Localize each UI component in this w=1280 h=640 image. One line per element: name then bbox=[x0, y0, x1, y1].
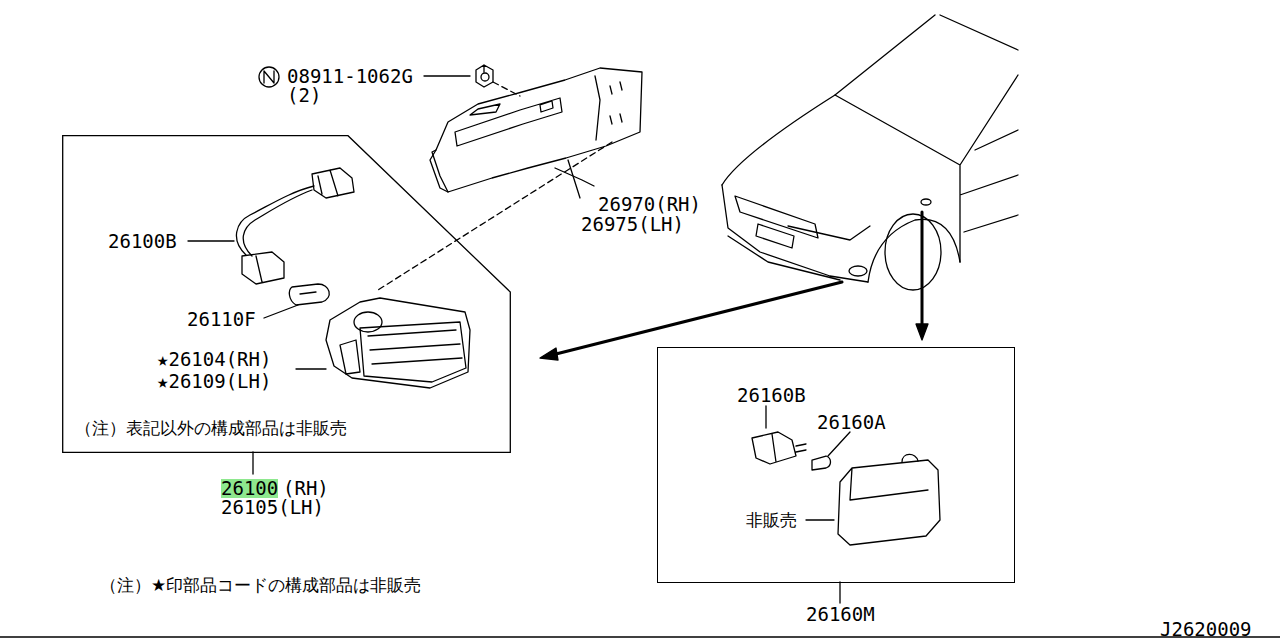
arrow bbox=[548, 282, 842, 356]
part-group-box: 非販売 bbox=[657, 347, 1015, 583]
arrow bbox=[921, 212, 924, 330]
part-group-box: （注）表記以外の構成部品は非販売 bbox=[62, 135, 511, 453]
callout-number: 08911-1062G bbox=[287, 67, 413, 86]
bracket-tab bbox=[430, 150, 448, 192]
car-body bbox=[835, 15, 1018, 262]
car-side-marker bbox=[921, 199, 931, 205]
arrow-head bbox=[540, 348, 558, 360]
callout-number: 26110F bbox=[187, 310, 256, 329]
rule-line bbox=[0, 636, 1280, 637]
dashed-line bbox=[493, 82, 520, 96]
leader-line bbox=[424, 75, 470, 76]
callout-number: 26975(LH) bbox=[581, 215, 684, 234]
callout-number: 26970(RH) bbox=[598, 195, 701, 214]
callout-number: (RH) bbox=[283, 479, 329, 498]
leader-line bbox=[839, 582, 840, 603]
arrow-head bbox=[916, 324, 928, 340]
leader-line bbox=[296, 368, 326, 369]
callout-number: 26100 bbox=[221, 479, 278, 498]
callout-number: ★26109(LH) bbox=[157, 372, 271, 391]
box-outline-shape bbox=[63, 136, 511, 453]
dashed-line bbox=[378, 142, 612, 290]
callout-number: 26100B bbox=[108, 232, 177, 251]
fog-lamp-tab bbox=[340, 340, 360, 374]
marker-lamp bbox=[838, 460, 940, 545]
car-fog-lamp bbox=[849, 266, 867, 276]
leader-line bbox=[188, 240, 234, 241]
fog-lamp bbox=[326, 298, 470, 388]
callout-number: 26105(LH) bbox=[221, 498, 324, 517]
nut-hole bbox=[481, 73, 489, 81]
car-wheel bbox=[885, 214, 941, 290]
bracket-detail bbox=[455, 76, 622, 146]
callout-number: 26160M bbox=[806, 605, 875, 624]
bulb-socket bbox=[242, 252, 284, 284]
box-text: （注）表記以外の構成部品は非販売 bbox=[75, 420, 347, 437]
wire bbox=[243, 190, 312, 256]
bracket bbox=[432, 68, 642, 192]
callout-number: (2) bbox=[287, 86, 321, 105]
n-symbol-letter bbox=[264, 71, 274, 83]
nut bbox=[476, 65, 493, 87]
leader-line bbox=[264, 305, 298, 318]
leader-line bbox=[555, 168, 594, 186]
leader-line bbox=[806, 519, 834, 520]
bulb bbox=[289, 284, 329, 305]
leader-line bbox=[828, 432, 850, 456]
leader-line bbox=[568, 160, 580, 198]
callout-number: 26160A bbox=[817, 413, 886, 432]
leader-line bbox=[765, 406, 766, 428]
callout-number: J2620009 bbox=[1160, 620, 1252, 639]
box-outline bbox=[62, 135, 511, 453]
callout-number: 26160B bbox=[737, 386, 806, 405]
fog-lamp-lens bbox=[360, 322, 466, 382]
callout-number: ★26104(RH) bbox=[157, 350, 271, 369]
marker-bulb bbox=[812, 456, 831, 470]
marker-socket bbox=[752, 432, 806, 464]
box-text: 非販売 bbox=[746, 512, 797, 529]
n-symbol bbox=[259, 67, 279, 87]
car-fender bbox=[868, 219, 960, 282]
car-hood bbox=[722, 15, 935, 185]
car-front bbox=[722, 185, 870, 282]
note-text: （注）★印部品コードの構成部品は非販売 bbox=[100, 577, 421, 594]
connector bbox=[312, 168, 354, 198]
marker-lamp-clip bbox=[902, 454, 918, 462]
wire bbox=[236, 186, 314, 255]
fog-lamp-socket bbox=[354, 312, 382, 332]
leader-line bbox=[252, 452, 253, 474]
